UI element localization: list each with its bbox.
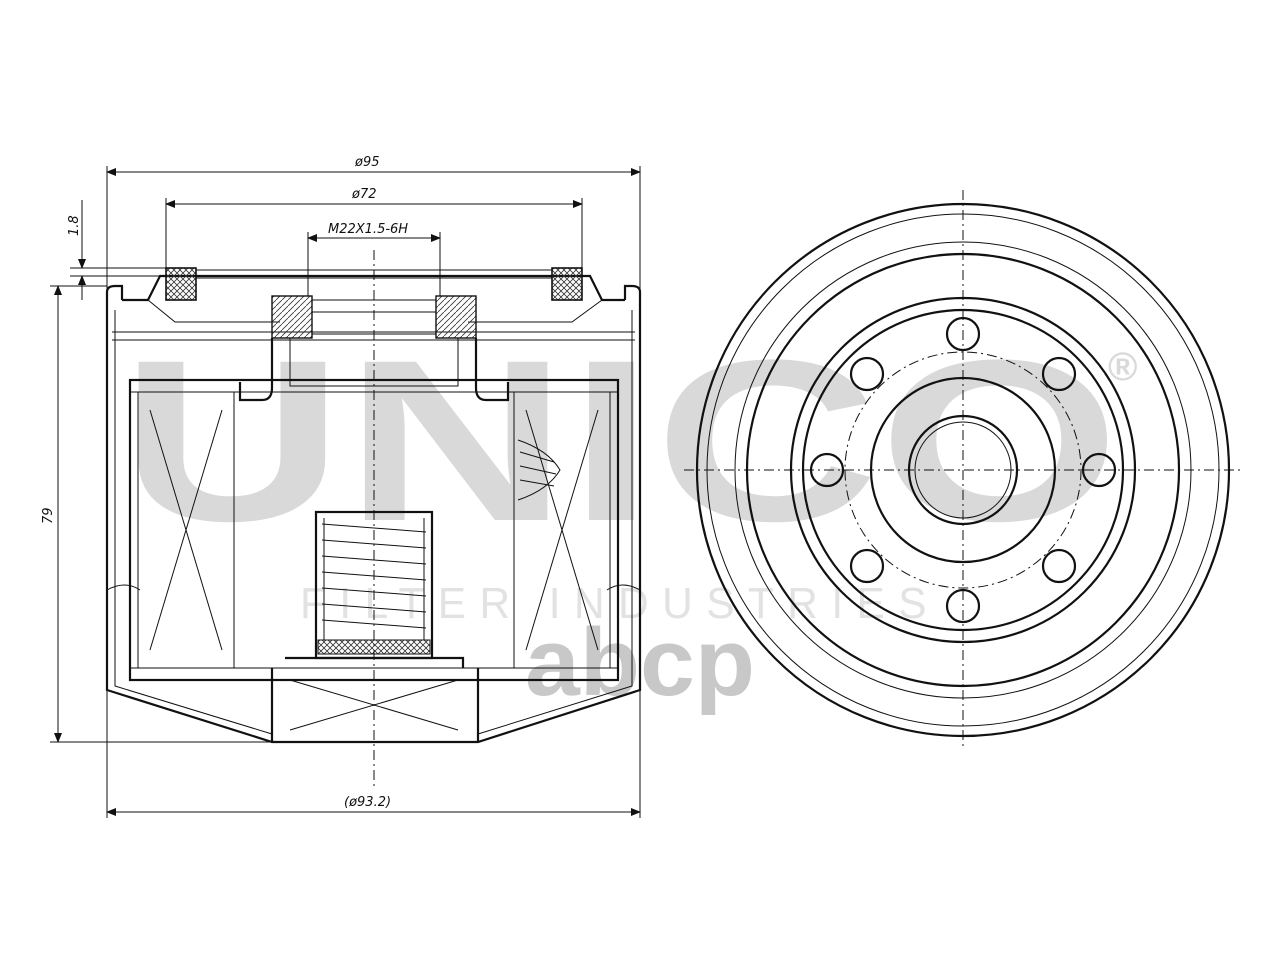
- anti-drain-valve: [517, 439, 561, 501]
- flow-hole: [1041, 548, 1077, 584]
- top-view: [684, 190, 1242, 750]
- flow-hole: [849, 356, 885, 392]
- top-cover-plate: [105, 274, 642, 302]
- threaded-boss-right: [435, 295, 477, 339]
- dim-gasket-diameter: ø72: [351, 187, 377, 202]
- dim-body-diameter: (ø93.2): [344, 795, 391, 810]
- side-view: [105, 250, 642, 790]
- dim-outer-diameter: ø95: [354, 155, 380, 170]
- flow-hole: [1041, 356, 1077, 392]
- dimension-group: ø95 ø72 M22X1.5-6H 1.8 79 (ø93.2): [41, 155, 641, 818]
- flow-hole: [1081, 452, 1117, 488]
- base-plate: [270, 656, 480, 742]
- flow-hole: [849, 548, 885, 584]
- filter-outer-shell: [105, 300, 642, 744]
- dim-thread: M22X1.5-6H: [328, 222, 408, 237]
- dim-height: 79: [41, 507, 56, 524]
- filter-media-left: [137, 391, 235, 669]
- threaded-boss-left: [271, 295, 313, 339]
- gasket-right: [551, 267, 583, 301]
- dim-gasket-height: 1.8: [67, 215, 82, 236]
- filter-media-right: [513, 391, 611, 669]
- registered-mark: ®: [1108, 345, 1137, 389]
- gasket-left: [165, 267, 197, 301]
- brand-watermark: UNICO: [120, 312, 1120, 569]
- baffle-plate: [238, 338, 510, 402]
